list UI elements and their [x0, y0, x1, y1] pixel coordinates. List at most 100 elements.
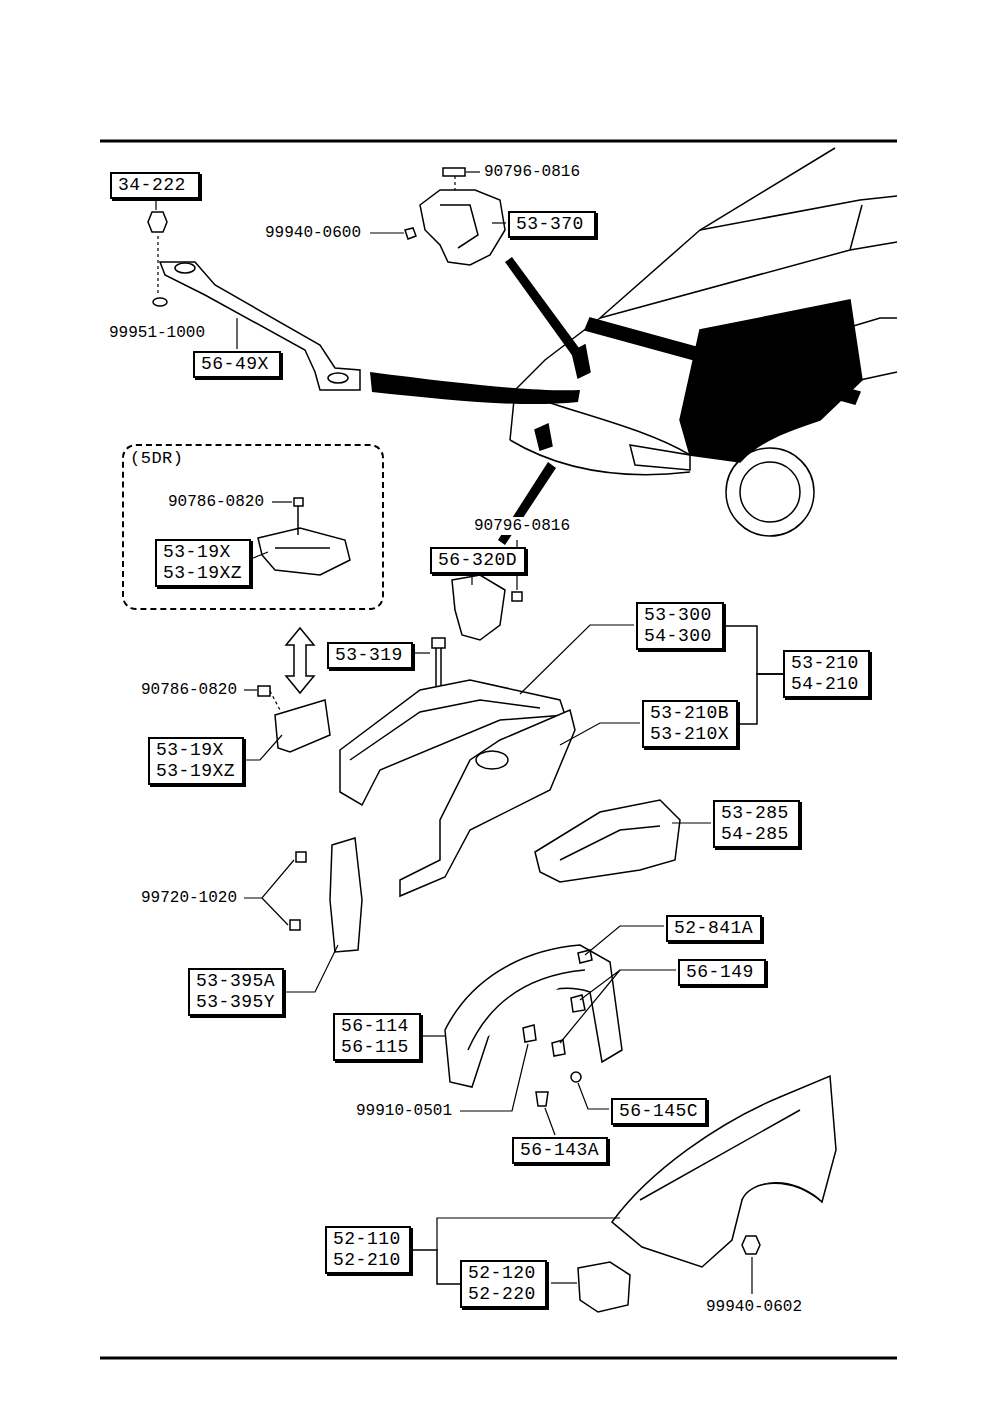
- car-illustration: [700, 196, 897, 230]
- part-number-label: 90786-0820: [140, 681, 238, 699]
- part-number: 56-320D: [438, 550, 518, 571]
- part-drawing: [476, 751, 508, 769]
- part-drawing: [148, 168, 836, 1312]
- leader-line: [560, 970, 676, 1043]
- part-drawing: [571, 1072, 581, 1082]
- part-number-box: 52-841A: [666, 915, 762, 942]
- part-drawing: [435, 648, 437, 688]
- leader-line: [545, 1108, 555, 1135]
- car-illustration: [600, 242, 897, 318]
- part-number: 56-114: [341, 1016, 413, 1037]
- part-number-box: 52-11052-210: [325, 1226, 411, 1274]
- part-number: 54-300: [644, 626, 716, 647]
- part-drawing: [443, 168, 465, 176]
- part-drawing: [405, 228, 416, 239]
- part-number-box: 53-30054-300: [636, 602, 724, 650]
- part-number: 52-110: [333, 1229, 403, 1250]
- car-illustration: [860, 372, 897, 380]
- part-number: 52-220: [468, 1284, 539, 1305]
- leader-line: [423, 1035, 446, 1036]
- leader-line: [236, 318, 237, 349]
- variant-heading: (5DR): [130, 448, 184, 469]
- part-drawing: [275, 547, 330, 549]
- leader-line: [157, 236, 158, 296]
- part-drawing: [258, 528, 350, 575]
- leader-line: [244, 860, 294, 925]
- part-number: 53-210: [791, 653, 862, 674]
- part-number-box: 52-12052-220: [460, 1260, 547, 1308]
- leader-line: [437, 1218, 620, 1250]
- bracket-connector: [738, 674, 783, 724]
- car-illustration: [630, 445, 690, 470]
- part-number: 53-319: [335, 645, 405, 666]
- part-drawing: [560, 826, 660, 860]
- car-illustration: [535, 424, 552, 450]
- leader-line: [672, 822, 711, 823]
- part-number-label: 99940-0602: [705, 1298, 803, 1316]
- part-number: 53-210B: [650, 703, 730, 724]
- part-number-box: 53-28554-285: [713, 800, 800, 848]
- part-number-box: 53-21054-210: [783, 650, 870, 698]
- part-drawing: [153, 298, 167, 306]
- part-number: 34-222: [118, 175, 192, 196]
- part-drawing: [452, 575, 505, 640]
- part-number-box: 56-49X: [193, 351, 281, 378]
- part-drawing: [468, 970, 585, 1050]
- leader-line: [156, 172, 752, 1294]
- part-drawing: [330, 838, 362, 952]
- leader-line: [471, 573, 472, 585]
- leader-line: [415, 652, 430, 653]
- part-number: 53-19XZ: [163, 563, 243, 584]
- leader-line: [560, 723, 640, 745]
- part-drawing: [742, 1183, 822, 1202]
- part-drawing: [175, 263, 195, 273]
- part-drawing: [286, 628, 314, 693]
- part-number-box: 53-19X53-19XZ: [155, 539, 251, 587]
- part-number: 56-115: [341, 1037, 413, 1058]
- part-number-label: 90796-0816: [483, 163, 581, 181]
- car-illustration: [510, 440, 690, 475]
- part-number: 53-19X: [163, 542, 243, 563]
- pointer-arrow: [370, 257, 582, 545]
- leader-line: [244, 689, 257, 690]
- page-rule: [100, 1357, 897, 1360]
- leader-line: [466, 171, 480, 172]
- leader-line: [578, 1083, 609, 1109]
- part-number-label: 99910-0501: [355, 1102, 453, 1120]
- part-number: 53-395A: [196, 971, 276, 992]
- part-drawing: [432, 638, 445, 648]
- part-number-box: 56-11456-115: [333, 1013, 421, 1061]
- leader-line: [460, 1044, 528, 1111]
- leader-line: [520, 625, 634, 694]
- part-number-box: 34-222: [110, 172, 200, 199]
- part-drawing: [742, 1236, 760, 1254]
- part-number: 56-49X: [201, 354, 273, 375]
- leader-line: [272, 501, 292, 502]
- part-number-box: 56-320D: [430, 547, 526, 574]
- part-drawing: [578, 950, 592, 963]
- variant-region: (5DR) 53-19X53-19XZ: [122, 444, 384, 610]
- part-drawing: [258, 686, 270, 696]
- part-number-box: 53-370: [508, 211, 596, 238]
- bracket-connector: [411, 1250, 460, 1284]
- part-number: 53-19XZ: [156, 761, 236, 782]
- leader-line: [270, 691, 280, 710]
- part-number: 53-395Y: [196, 992, 276, 1013]
- part-number-label: 90796-0816: [473, 517, 571, 535]
- part-drawing: [612, 1076, 836, 1267]
- part-drawing: [440, 205, 478, 248]
- part-number: 56-145C: [619, 1101, 699, 1122]
- part-drawing: [523, 1025, 536, 1042]
- leader-line: [248, 552, 268, 560]
- part-drawing: [536, 1092, 548, 1106]
- part-drawing: [512, 592, 522, 601]
- part-drawing: [445, 945, 622, 1087]
- part-number: 52-841A: [674, 918, 754, 939]
- part-number-box: 53-19X53-19XZ: [148, 737, 244, 785]
- leader-line: [585, 926, 664, 955]
- leader-line: [241, 735, 282, 760]
- part-number: 52-210: [333, 1250, 403, 1271]
- part-drawing: [290, 920, 300, 930]
